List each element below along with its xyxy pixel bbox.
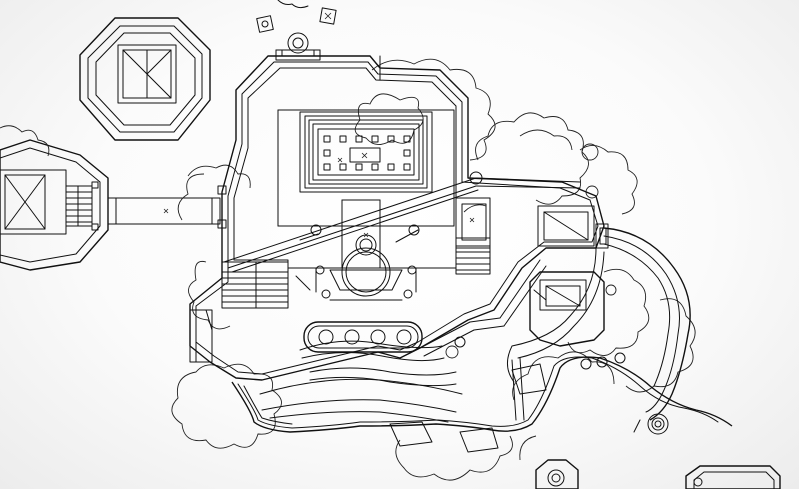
south-east-pavilion[interactable] bbox=[529, 271, 605, 347]
west-bridge[interactable] bbox=[107, 197, 221, 225]
west-jetty[interactable] bbox=[189, 309, 213, 363]
boat-dock[interactable] bbox=[303, 321, 423, 353]
central-round-court[interactable] bbox=[315, 232, 417, 301]
north-lanterns bbox=[256, 0, 337, 33]
diagonal-corridor[interactable] bbox=[223, 171, 581, 273]
west-pavilion[interactable] bbox=[0, 139, 109, 271]
south-east-pavilion-bottom[interactable] bbox=[685, 465, 781, 489]
lantern-icon bbox=[256, 15, 274, 33]
lantern-icon bbox=[319, 7, 337, 25]
altar-mark-icon bbox=[361, 152, 368, 159]
octagon-pavilion-north-west[interactable] bbox=[79, 17, 211, 141]
south-waterfront-walks[interactable] bbox=[231, 340, 733, 453]
column-grid bbox=[323, 135, 411, 171]
hall-mark-icon bbox=[337, 157, 343, 163]
court-mark-icon bbox=[363, 232, 369, 238]
gatehouse-mark-icon bbox=[469, 217, 475, 223]
bridge-center-mark-icon bbox=[163, 208, 169, 214]
south-pavilion-bottom[interactable] bbox=[535, 459, 579, 489]
north-gate[interactable] bbox=[275, 32, 321, 61]
east-ramp[interactable] bbox=[419, 259, 547, 357]
east-winding-walkway[interactable] bbox=[507, 227, 691, 435]
west-stairs[interactable] bbox=[217, 185, 311, 309]
east-gatehouse[interactable] bbox=[455, 197, 491, 275]
main-island-walls[interactable] bbox=[189, 55, 605, 381]
main-hall-building[interactable] bbox=[277, 109, 455, 269]
